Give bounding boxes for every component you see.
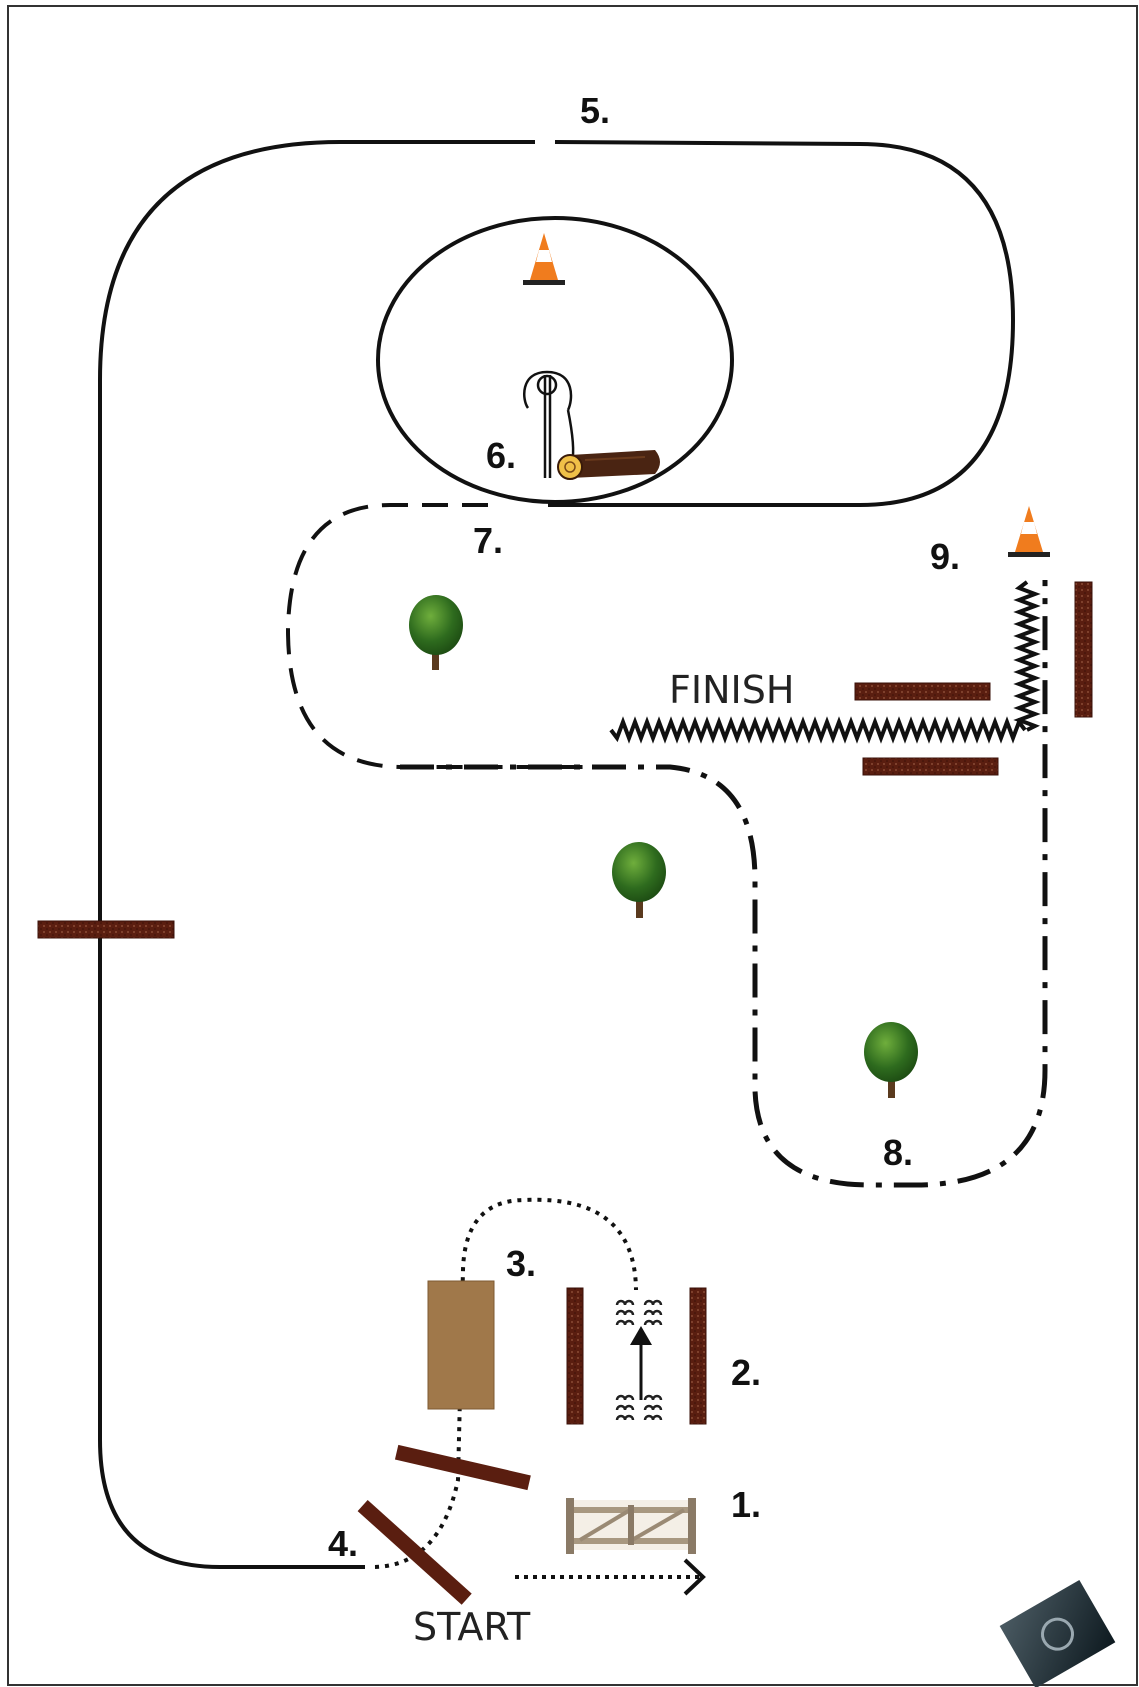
finish-zigzag-path [1019, 582, 1035, 730]
angled-pole-top [395, 1445, 531, 1490]
obstacle-number-2: 2. [731, 1352, 761, 1393]
finish-zigzag-horizontal [611, 722, 1025, 738]
obstacle-number-5: 5. [580, 90, 610, 131]
finish-pole-vertical [1075, 582, 1092, 717]
finish-label: FINISH [669, 668, 794, 712]
obstacle-number-7: 7. [473, 520, 503, 561]
wooden-gate-icon [566, 1498, 696, 1554]
start-label: START [413, 1605, 531, 1649]
traffic-cone-icon [523, 233, 565, 285]
obstacle-number-9: 9. [930, 536, 960, 577]
finish-pole-bottom [863, 758, 998, 775]
traffic-cone-icon [1008, 506, 1050, 557]
walk-pole-left [567, 1288, 583, 1424]
walk-direction-arrow-head [630, 1326, 652, 1345]
outer-loop-path-right [548, 142, 1013, 505]
page-frame [8, 6, 1137, 1685]
tree-icon [864, 1022, 918, 1098]
inner-circle-path [378, 218, 732, 502]
hoof-markers [617, 1301, 661, 1420]
bridge [428, 1281, 494, 1409]
tree-icon [409, 595, 463, 670]
angled-pole-bottom [358, 1500, 472, 1605]
obstacle-number-8: 8. [883, 1132, 913, 1173]
walk-pole-right [690, 1288, 706, 1424]
obstacle-number-1: 1. [731, 1484, 761, 1525]
watermark-logo-icon [1000, 1580, 1116, 1687]
obstacle-number-6: 6. [486, 435, 516, 476]
obstacle-number-4: 4. [328, 1523, 358, 1564]
left-side-pole [38, 921, 174, 938]
tree-icon [612, 842, 666, 918]
finish-pole-top [855, 683, 990, 700]
obstacle-number-3: 3. [506, 1243, 536, 1284]
